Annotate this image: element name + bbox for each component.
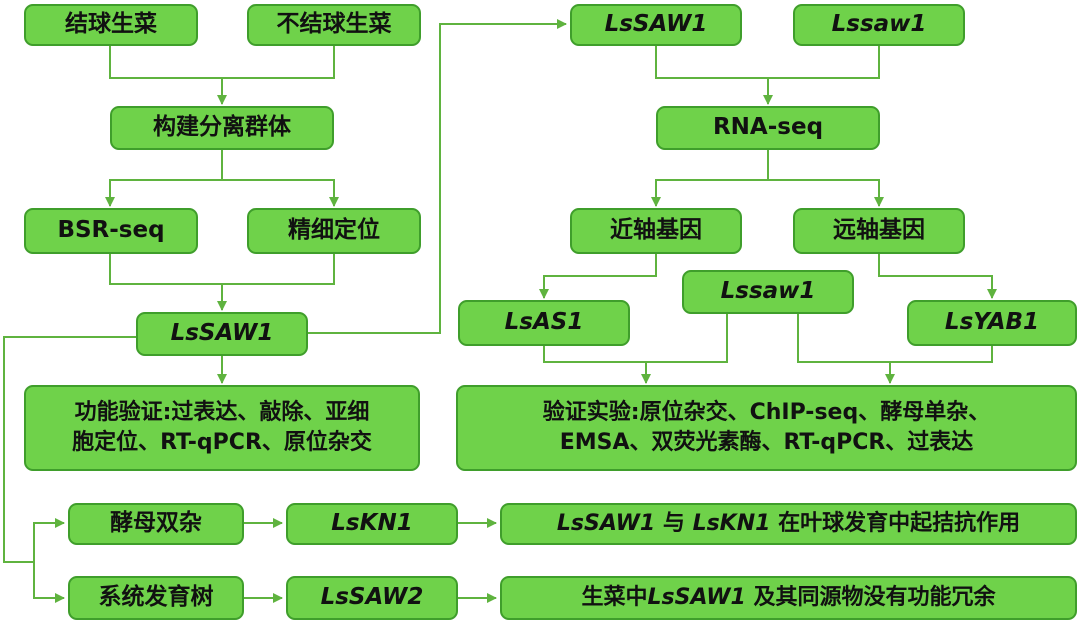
lssaw1-center-box: LsSAW1 [136,312,308,356]
connector-rnaseq-to-proximal [651,150,769,207]
function-validation-line2: 胞定位、RT-qPCR、原位杂交 [72,430,372,455]
yeast-two-hybrid-label: 酵母双杂 [110,510,202,537]
connector-distal-to-lsyab1 [878,254,997,299]
connector-lssaw1mid-to-verify-right [797,314,895,384]
antagonism-gene2: LsKN1 [692,511,771,537]
lsas1-label: LsAS1 [504,309,584,336]
connector-population-to-finemap [222,179,339,207]
connector-population-to-bsr [105,150,223,207]
connector-proximal-to-lsas1 [539,254,657,299]
connector-lsyab1-to-verify [890,346,993,363]
fine-mapping-label: 精细定位 [288,217,380,244]
lssaw1-top-box: LsSAW1 [570,4,742,46]
nonheading-lettuce-box: 不结球生菜 [247,4,421,46]
bsr-seq-label: BSR-seq [57,217,165,244]
connector-lssaw1-to-top [308,19,567,334]
connector-lssaw1mid-to-verify [646,314,728,363]
rna-seq-box: RNA-seq [656,106,880,150]
proximal-genes-label: 近轴基因 [610,217,702,244]
lskn1-label: LsKN1 [331,510,413,537]
antagonism-text: LsSAW1 与 LsKN1 在叶球发育中起拮抗作用 [557,509,1020,539]
redundancy-box: 生菜中LsSAW1 及其同源物没有功能冗余 [500,576,1077,620]
verification-text: 验证实验:原位杂交、ChIP-seq、酵母单杂、 EMSA、双荧光素酶、RT-q… [543,398,990,457]
redundancy-tail: 及其同源物没有功能冗余 [745,585,996,611]
antagonism-mid: 与 [655,511,693,537]
antagonism-gene1: LsSAW1 [556,511,656,537]
connector-bsr-to-lssaw1 [109,254,222,285]
nonheading-lettuce-label: 不结球生菜 [276,11,392,38]
function-validation-line1: 功能验证:过表达、敲除、亚细 [74,400,370,426]
population-label: 构建分离群体 [153,114,291,141]
connector-lssaw1top-to-rnaseq [655,46,768,79]
verification-line1: 验证实验:原位杂交、ChIP-seq、酵母单杂、 [542,400,991,426]
connector-lssaw1-to-y2h [3,336,136,563]
bsr-seq-box: BSR-seq [24,208,198,254]
lssaw1-mutant-mid-box: Lssaw1 [682,270,854,314]
lssaw1-mutant-top-box: Lssaw1 [793,4,965,46]
fine-mapping-box: 精细定位 [247,208,421,254]
connector-lssaw1mut-to-rnaseq [763,46,880,105]
verification-line2: EMSA、双荧光素酶、RT-qPCR、过表达 [559,430,974,455]
connector-to-phylo [33,562,65,603]
phylogenetic-tree-label: 系统发育树 [98,584,214,611]
lsyab1-box: LsYAB1 [907,300,1077,346]
rna-seq-label: RNA-seq [712,114,824,141]
lssaw1-top-label: LsSAW1 [604,11,708,38]
heading-lettuce-box: 结球生菜 [24,4,198,46]
connector-heading-to-population [109,46,222,79]
lsas1-box: LsAS1 [458,300,630,346]
connector-finemap-to-lssaw1 [217,254,335,311]
function-validation-text: 功能验证:过表达、敲除、亚细 胞定位、RT-qPCR、原位杂交 [72,398,372,457]
lssaw2-box: LsSAW2 [286,576,458,620]
distal-genes-box: 远轴基因 [793,208,965,254]
lssaw1-mutant-mid-label: Lssaw1 [720,278,816,305]
distal-genes-label: 远轴基因 [833,217,925,244]
population-box: 构建分离群体 [110,106,334,150]
connector-rnaseq-to-distal [768,179,884,207]
connector-lsas1-to-verify [543,346,651,384]
lssaw1-mutant-top-label: Lssaw1 [831,11,927,38]
antagonism-tail: 在叶球发育中起拮抗作用 [770,511,1021,537]
function-validation-box: 功能验证:过表达、敲除、亚细 胞定位、RT-qPCR、原位杂交 [24,385,420,471]
lskn1-box: LsKN1 [286,503,458,545]
redundancy-head: 生菜中 [581,585,648,611]
heading-lettuce-label: 结球生菜 [65,11,157,38]
redundancy-text: 生菜中LsSAW1 及其同源物没有功能冗余 [581,583,995,613]
lsyab1-label: LsYAB1 [944,309,1040,336]
verification-box: 验证实验:原位杂交、ChIP-seq、酵母单杂、 EMSA、双荧光素酶、RT-q… [456,385,1077,471]
yeast-two-hybrid-box: 酵母双杂 [68,503,244,545]
lssaw2-label: LsSAW2 [320,584,424,611]
phylogenetic-tree-box: 系统发育树 [68,576,244,620]
connector-nonheading-to-population [217,46,335,105]
lssaw1-center-label: LsSAW1 [170,320,274,347]
antagonism-box: LsSAW1 与 LsKN1 在叶球发育中起拮抗作用 [500,503,1077,545]
redundancy-gene: LsSAW1 [647,585,746,611]
proximal-genes-box: 近轴基因 [570,208,742,254]
